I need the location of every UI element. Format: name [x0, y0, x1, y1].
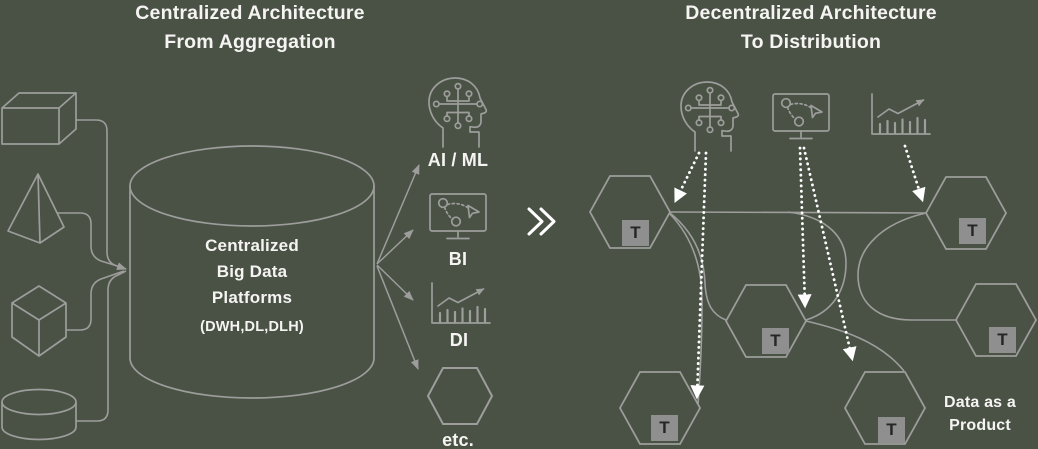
arrow-to-di	[376, 264, 414, 301]
mesh-hex3-hex6	[805, 320, 905, 372]
arrow-to-aiml	[376, 164, 420, 265]
mesh-lines	[669, 211, 956, 405]
mesh-branch-hex3	[787, 211, 847, 321]
hexagon-node-5	[618, 371, 702, 445]
pyramid-icon	[7, 173, 65, 244]
dotted-arrow-head-hex1	[674, 151, 701, 204]
cylinder-label-line2: Big Data	[216, 262, 288, 281]
double-chevron-right-icon	[527, 207, 556, 236]
etc-label: etc.	[442, 430, 474, 449]
dotted-arrow-monitor-hex3	[797, 146, 812, 309]
hexagon-node-1	[588, 175, 672, 249]
bi-label: BI	[448, 249, 468, 269]
left-title-line2: From Aggregation	[164, 31, 336, 53]
connector-cuboid	[76, 119, 127, 270]
fanout-arrows	[376, 164, 420, 370]
cylinder-label-line3: Platforms	[211, 288, 293, 307]
cube-icon	[11, 285, 67, 357]
node-label-t: T	[959, 218, 986, 244]
dotted-arrow-chart-hex2	[903, 144, 926, 203]
arrow-to-etc	[376, 265, 419, 370]
connector-disk	[76, 270, 127, 422]
ai-head-icon	[680, 81, 740, 152]
dotted-arrow-monitor-hex6	[802, 146, 857, 362]
cylinder-subtitle: (DWH,DL,DLH)	[200, 319, 304, 335]
di-chart-icon	[432, 283, 490, 323]
data-product-caption-line2: Product	[949, 417, 1011, 434]
mesh-hex1-hex5	[669, 213, 703, 405]
bi-monitor-icon	[429, 193, 487, 240]
hexagon-node-2	[924, 176, 1008, 250]
mesh-hex2-hex4	[857, 212, 956, 321]
node-label-t: T	[989, 327, 1016, 353]
mesh-hex1-hex3	[669, 212, 727, 321]
node-label-t: T	[762, 328, 789, 354]
database-cylinder-icon	[129, 145, 375, 399]
right-title-line1: Decentralized Architecture	[685, 2, 937, 24]
arrow-to-bi	[376, 229, 414, 265]
di-chart-icon	[872, 94, 930, 134]
hexagon-node-4	[954, 283, 1038, 357]
connector-pyramid	[57, 212, 125, 269]
bi-monitor-icon	[772, 93, 830, 140]
di-label: DI	[449, 330, 469, 350]
node-label-t: T	[878, 417, 905, 443]
cuboid-icon	[1, 92, 77, 145]
right-title-line2: To Distribution	[740, 31, 882, 53]
node-label-t: T	[622, 220, 649, 246]
left-title-line1: Centralized Architecture	[135, 2, 365, 24]
mesh-hex1-hex2	[669, 211, 927, 214]
source-connector-lines	[57, 119, 127, 422]
hexagon-node-3	[724, 284, 808, 358]
cylinder-label-line1: Centralized	[205, 236, 299, 255]
disk-icon	[1, 388, 77, 441]
data-product-caption-line1: Data as a	[943, 394, 1017, 411]
data-source-shapes	[1, 92, 77, 441]
hexagon-node-6	[843, 371, 927, 445]
connector-cube	[66, 270, 125, 331]
node-label-t: T	[651, 415, 678, 441]
aiml-label: AI / ML	[427, 150, 489, 170]
ai-head-icon	[428, 77, 488, 148]
distribution-arrows	[674, 144, 926, 400]
hexagon-nodes	[588, 175, 1038, 445]
etc-hexagon-icon	[426, 367, 494, 425]
